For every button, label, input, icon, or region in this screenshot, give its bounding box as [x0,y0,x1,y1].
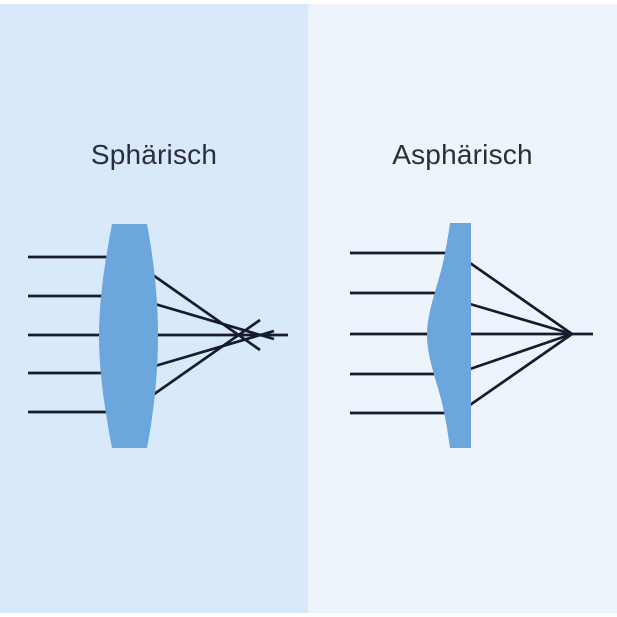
aspherical-diagram [350,223,593,448]
refracted-ray [149,318,261,399]
refracted-ray [154,302,275,341]
refracted-ray [469,302,573,336]
refracted-ray [469,332,573,371]
spherical-lens [99,224,158,448]
refracted-ray [154,329,275,368]
spherical-diagram [28,224,288,448]
aspherical-title: Asphärisch [392,139,533,170]
aspherical-lens [427,223,471,448]
refracted-ray [469,261,573,336]
refracted-ray [469,332,573,407]
spherical-title: Sphärisch [90,139,218,170]
refracted-ray [149,271,261,352]
